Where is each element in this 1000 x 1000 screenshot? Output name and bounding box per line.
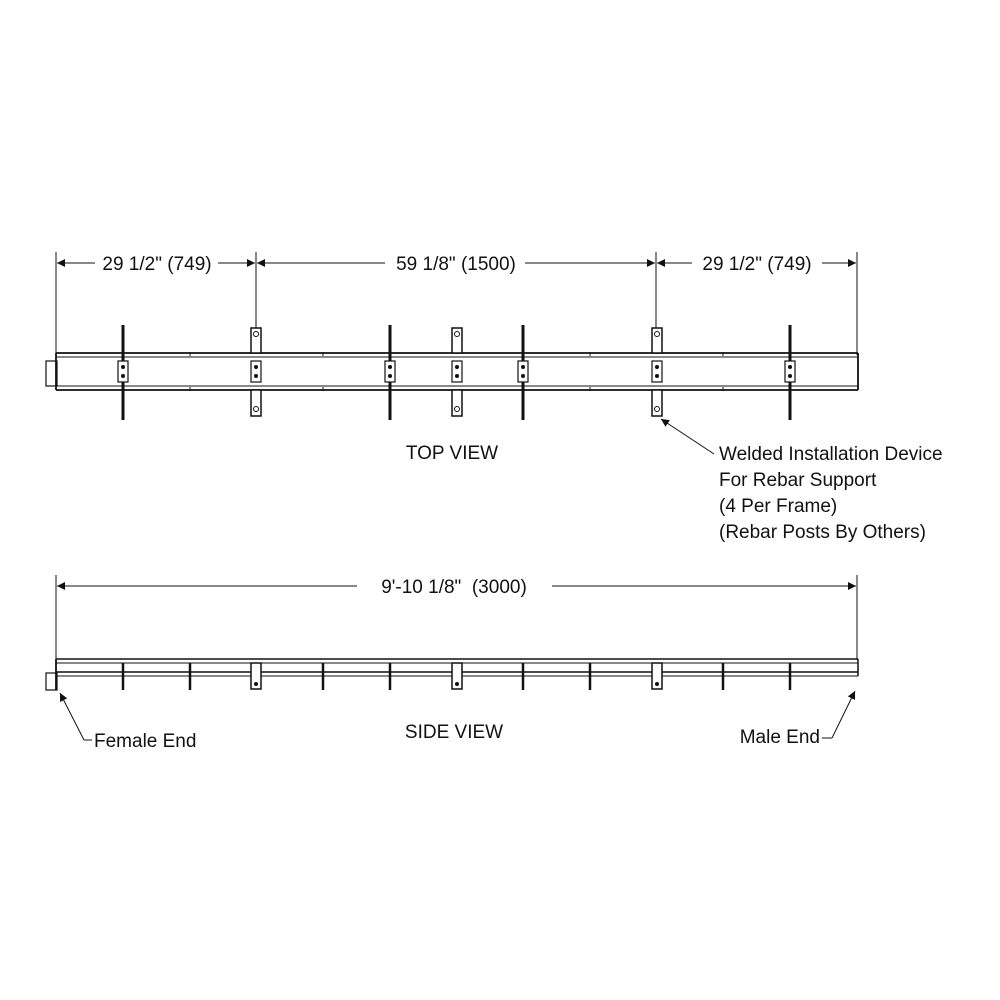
overall-length-dimension: 9'-10 1/8" (3000) (381, 577, 527, 598)
installation-tab (250, 389, 262, 417)
device-callout-line-1: Welded Installation Device (719, 444, 943, 465)
top-view-frame (45, 352, 859, 391)
device-callout-line-3: (4 Per Frame) (719, 496, 837, 517)
top-view-rod-clips (117, 360, 796, 383)
side-tab (250, 662, 262, 690)
installation-tab (250, 327, 262, 354)
top-view-clip-bolts (121, 365, 792, 378)
top-view-label: TOP VIEW (406, 443, 498, 464)
left-spacing-dimension: 29 1/2" (749) (102, 254, 211, 275)
right-spacing-dimension: 29 1/2" (749) (702, 254, 811, 275)
overall-dimension-lines (55, 575, 858, 660)
side-view-rods (121, 663, 792, 690)
side-tab (451, 662, 463, 690)
female-end-label: Female End (94, 731, 196, 752)
device-callout-line-2: For Rebar Support (719, 470, 877, 491)
device-leader-line (660, 418, 715, 455)
top-view-installation-tabs (250, 327, 663, 417)
center-spacing-dimension: 59 1/8" (1500) (396, 254, 516, 275)
installation-tab (451, 389, 463, 417)
male-end-leader (822, 690, 856, 739)
side-tab (651, 662, 663, 690)
female-end-leader (59, 692, 92, 741)
top-view-female-stub (45, 360, 58, 387)
top-dimension-lines (55, 252, 858, 355)
installation-tab (451, 327, 463, 354)
side-view-tab-holes (254, 682, 659, 686)
top-view-tab-holes (253, 331, 660, 412)
installation-tab (651, 389, 663, 417)
device-callout-line-4: (Rebar Posts By Others) (719, 522, 926, 543)
male-end-label: Male End (740, 727, 820, 748)
side-view-label: SIDE VIEW (405, 722, 503, 743)
side-view-installation-tabs (250, 662, 663, 690)
installation-tab (651, 327, 663, 354)
side-view-female-stub (45, 672, 58, 691)
